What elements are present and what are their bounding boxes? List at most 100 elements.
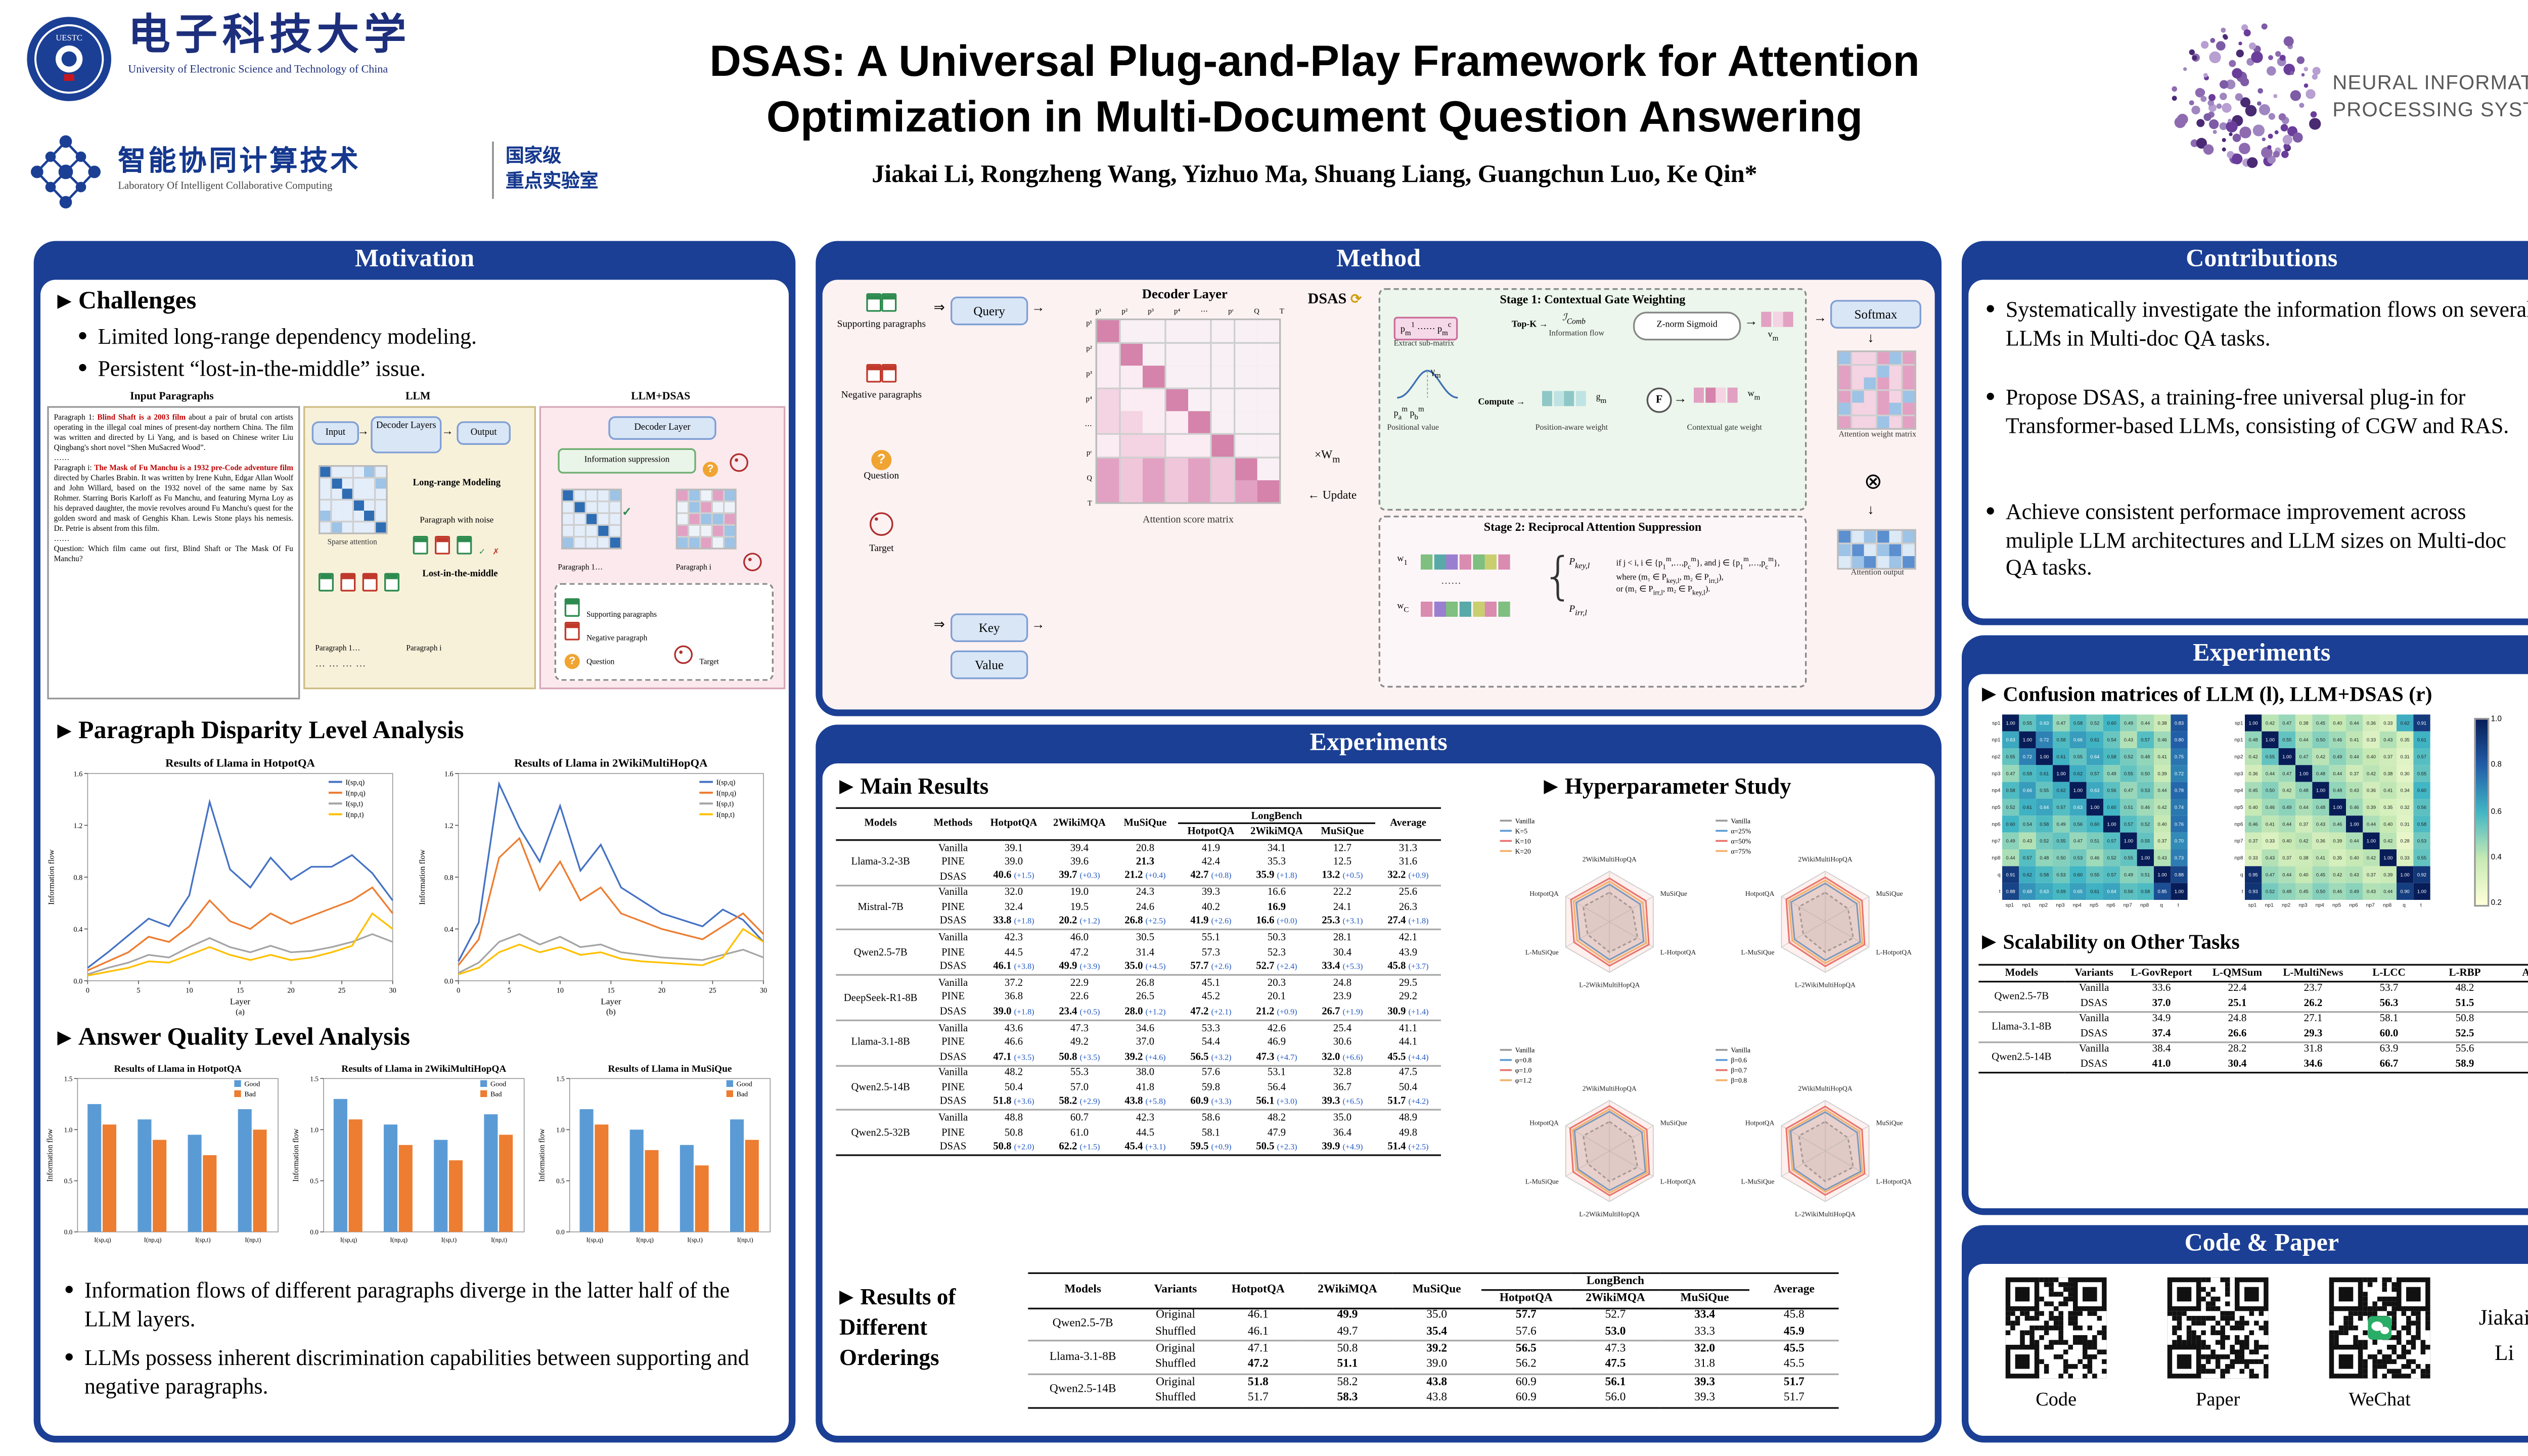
contribution-bullet-1: ●Systematically investigate the informat… <box>1985 297 2528 352</box>
value-cell: 30.9 (+1.4) <box>1387 1006 1429 1018</box>
matrix-cell <box>1143 458 1165 480</box>
matrix-cell <box>586 490 598 502</box>
matrix-cell <box>1889 403 1902 416</box>
heatmap-cell: 0.53 <box>2069 849 2087 867</box>
matrix-cell <box>610 537 621 549</box>
matrix-cell <box>586 525 598 537</box>
heatmap-row-label: t <box>2241 888 2243 895</box>
matrix-cell <box>1097 458 1119 480</box>
value-cell: 53.7 <box>2379 983 2399 995</box>
table-header: Models <box>1978 965 2065 982</box>
matrix-cell <box>1864 530 1876 543</box>
value-cell: 60.7 <box>1046 1109 1112 1126</box>
heatmap-cell: 0.42 <box>2262 714 2279 732</box>
table-header: LongBench <box>1178 808 1375 825</box>
matrix-cell <box>1851 416 1864 428</box>
svg-text:Layer: Layer <box>601 997 621 1007</box>
value-cell: 26.7 (+1.9) <box>1322 1006 1363 1018</box>
table-header: Models <box>836 808 925 841</box>
heatmap-cell: 0.49 <box>2278 798 2295 816</box>
value-cell: 45.4 (+3.1) <box>1124 1141 1166 1153</box>
neurips-line1: NEURAL INFORMATION <box>2332 70 2528 95</box>
method-cell: DSAS <box>939 1051 967 1063</box>
stage1-icomb: ℐComb <box>1562 313 1586 328</box>
matrix-cell <box>342 500 353 511</box>
table-header: Variants <box>1137 1273 1213 1309</box>
bar-chart-hotpotqa: Results of Llama in HotpotQA0.00.51.01.5… <box>46 1064 279 1244</box>
qr-code <box>2166 1277 2269 1379</box>
svg-text:L-HotpotQA: L-HotpotQA <box>1660 948 1696 956</box>
matrix-cell <box>1838 530 1850 543</box>
matrix-cell <box>1838 543 1850 556</box>
value-cell: 33.4 (+5.3) <box>1322 960 1363 973</box>
table-header: Average <box>1375 808 1441 841</box>
value-cell: 56.2 <box>1515 1357 1537 1371</box>
matrix-cell <box>1864 556 1876 568</box>
value-cell: 21.2 (+0.4) <box>1124 870 1166 882</box>
svg-text:2WikiMultiHopQA: 2WikiMultiHopQA <box>1583 855 1637 863</box>
svg-text:I(np,t): I(np,t) <box>345 811 364 819</box>
matrix-cell <box>712 502 724 513</box>
challenges-heading: ▶Challenges <box>57 288 197 315</box>
matrix-cell <box>1864 416 1876 428</box>
value-cell: 51.1 <box>1337 1357 1358 1371</box>
heatmap-cell: 1.00 <box>2069 782 2087 799</box>
authors: Jiakai Li, Rongzheng Wang, Yizhuo Ma, Sh… <box>872 161 1757 188</box>
matrix-cell <box>1257 343 1280 365</box>
matrix-cell <box>610 502 621 513</box>
heatmap-cell: 0.37 <box>2278 849 2295 867</box>
value-cell: 41.9 (+2.6) <box>1190 915 1232 928</box>
radar-chart-phi: 2WikiMultiHopQAMuSiQueL-HotpotQAL-2WikiM… <box>1500 1046 1696 1218</box>
heatmap-cell: 0.50 <box>2137 765 2154 782</box>
svg-text:MuSiQue: MuSiQue <box>1876 1119 1903 1126</box>
stage2-box: Stage 2: Reciprocal Attention Suppressio… <box>1378 515 1807 688</box>
matrix-cell <box>1838 390 1850 402</box>
value-cell: 56.5 <box>1481 1340 1571 1358</box>
value-cell: 60.9 <box>1515 1390 1537 1404</box>
table-header: L-RBP <box>2426 965 2503 982</box>
value-cell: 60.0 <box>2379 1027 2399 1040</box>
heatmap-cell: 0.90 <box>2396 883 2414 900</box>
heatmap-cell: 0.57 <box>2103 832 2120 849</box>
svg-text:15: 15 <box>607 986 614 994</box>
value-cell: 39.2 (+4.6) <box>1124 1051 1166 1063</box>
model-cell: Qwen2.5-32B <box>836 1109 925 1156</box>
heatmap-cell: 0.80 <box>2171 731 2188 748</box>
heatmap-cell: 0.40 <box>2278 832 2295 849</box>
arrow-icon: ▶ <box>839 775 854 797</box>
value-cell: 33.3 <box>1694 1324 1716 1338</box>
matrix-cell <box>331 489 342 499</box>
value-cell: 49.8 <box>1398 1126 1418 1139</box>
heatmap-cell: 0.44 <box>2363 815 2380 833</box>
heatmap-cell: 0.58 <box>2002 782 2019 799</box>
matrix-cell <box>1189 389 1211 411</box>
heatmap-cell: 0.63 <box>2002 731 2019 748</box>
svg-text:I(sp,t): I(sp,t) <box>687 1237 703 1244</box>
value-cell: 47.3 (+4.7) <box>1256 1051 1297 1063</box>
heatmap-cell: 0.46 <box>2137 798 2154 816</box>
value-cell: 35.0 <box>1426 1308 1448 1322</box>
matrix-cell <box>376 467 386 477</box>
challenge-bullet-1: ●Limited long-range dependency modeling. <box>77 324 751 351</box>
value-cell: 23.7 <box>2304 983 2323 995</box>
value-cell: 19.5 <box>1070 901 1089 913</box>
value-cell: 58.1 <box>2351 1010 2427 1027</box>
model-cell: Mistral-7B <box>836 884 925 930</box>
value-cell: 39.0 (+1.8) <box>993 1006 1034 1018</box>
matrix-cell <box>1257 480 1280 503</box>
svg-text:0.0: 0.0 <box>310 1228 319 1236</box>
value-cell: 51.7 <box>1749 1373 1839 1391</box>
target-icon <box>743 550 762 580</box>
heatmap-col-label: np1 <box>2022 901 2031 908</box>
stage2-title: Stage 2: Reciprocal Attention Suppressio… <box>1483 520 1702 534</box>
stage1-gateweight: Contextual gate weight <box>1687 424 1762 433</box>
bullet-icon: ● <box>77 327 88 346</box>
table-subheader: 2WikiMQA <box>1570 1290 1660 1309</box>
table-header: 2WikiMQA <box>1046 808 1112 841</box>
fig-input-paragraphs: Paragraph 1: Blind Shaft is a 2003 film … <box>47 406 300 700</box>
value-cell: 56.3 <box>2379 997 2399 1009</box>
heatmap-cell: 0.57 <box>2103 866 2120 883</box>
value-cell: 34.9 <box>2123 1010 2199 1027</box>
bullet-icon: ● <box>1985 300 1996 318</box>
